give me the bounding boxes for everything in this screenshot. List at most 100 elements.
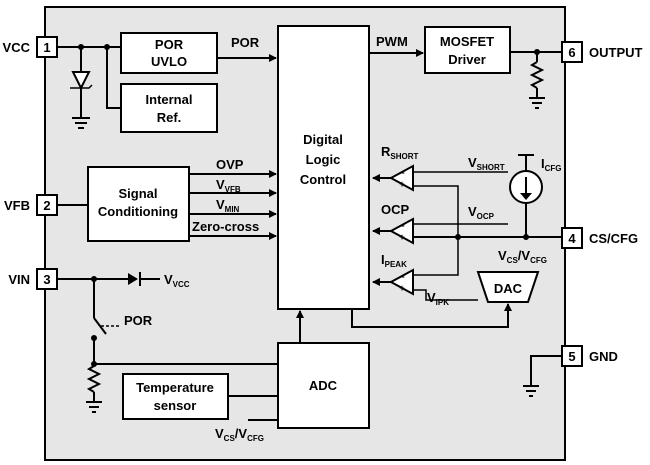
por-signal-label: POR <box>231 35 260 50</box>
vvcc-label: VVCC <box>164 272 190 289</box>
adc-label: ADC <box>309 378 338 393</box>
pin-5-number: 5 <box>568 349 575 364</box>
vfb-signal-label: VVFB <box>216 177 241 194</box>
zero-cross-signal-label: Zero-cross <box>192 219 259 234</box>
vvcc-main: V <box>164 272 173 287</box>
vfb-signal-sub: VFB <box>225 185 241 194</box>
temp-sensor-line-2: sensor <box>154 398 197 413</box>
signal-conditioning-line-1: Signal <box>118 186 157 201</box>
output-wiring: PWM <box>369 34 562 109</box>
vcs-vcfg-right-label: VCS/VCFG <box>498 248 547 265</box>
internal-ref-line-2: Ref. <box>157 110 182 125</box>
gnd-wiring <box>523 355 562 397</box>
internal-ref-block: Internal Ref. <box>120 83 218 133</box>
comparator-section: − + − + − + RSHORT VSHORT ICFG OCP V <box>351 144 562 328</box>
pin-6-number: 6 <box>568 45 575 60</box>
pin-6: 6 OUTPUT <box>561 41 643 63</box>
vshort-sub: SHORT <box>477 163 505 172</box>
pin-4-number: 4 <box>568 231 576 246</box>
rshort-label: RSHORT <box>381 144 419 161</box>
vcs-right-b: /V <box>518 248 531 263</box>
vin-wiring: VVCC POR VCS/VCFG <box>57 272 304 443</box>
vipk-label: VIPK <box>427 290 449 307</box>
por-uvlo-line-1: POR <box>155 37 184 52</box>
dac-label: DAC <box>494 281 523 296</box>
pin-3-number: 3 <box>43 272 50 287</box>
pin-1-label: VCC <box>3 40 31 55</box>
vocp-label: VOCP <box>468 204 495 221</box>
ocp-label: OCP <box>381 202 410 217</box>
comp3-minus: − <box>399 272 404 282</box>
temperature-sensor-block: Temperature sensor <box>122 373 229 420</box>
por-switch-icon <box>93 317 107 335</box>
pin-3: 3 VIN <box>8 268 58 290</box>
vipk-sub: IPK <box>436 298 450 307</box>
ground-icon <box>72 117 90 129</box>
pulldown-resistor-icon <box>529 61 545 89</box>
vocp-main: V <box>468 204 477 219</box>
vcs-bottom-a-sub: CS <box>224 434 236 443</box>
dlc-line-3: Control <box>300 172 346 187</box>
ground-icon <box>86 401 102 413</box>
por-uvlo-block: POR UVLO <box>120 32 218 74</box>
dlc-line-1: Digital <box>303 132 343 147</box>
mosfet-driver-block: MOSFET Driver <box>424 26 511 74</box>
icfg-label: ICFG <box>541 156 562 173</box>
vfb-signal-main: V <box>216 177 225 192</box>
pwm-signal-label: PWM <box>376 34 408 49</box>
ipeak-label: IPEAK <box>381 252 407 269</box>
icfg-main: I <box>541 156 545 171</box>
vcs-vcfg-bottom-label: VCS/VCFG <box>215 426 264 443</box>
rshort-sub: SHORT <box>390 152 418 161</box>
zener-diode-icon <box>71 71 91 91</box>
signal-conditioning-line-2: Conditioning <box>98 204 178 219</box>
ground-icon <box>529 97 545 109</box>
pin-1-number: 1 <box>43 40 50 55</box>
vipk-main: V <box>427 290 436 305</box>
vmin-signal-label: VMIN <box>216 197 240 214</box>
comparator-ipeak <box>388 268 414 296</box>
pin-3-label: VIN <box>8 272 30 287</box>
digital-logic-control-block: Digital Logic Control <box>277 25 370 310</box>
pin-4: 4 CS/CFG <box>561 227 638 249</box>
pin-6-label: OUTPUT <box>589 45 643 60</box>
comp1-minus: − <box>399 168 404 178</box>
vcs-right-a-sub: CS <box>507 256 519 265</box>
icfg-sub: CFG <box>545 164 562 173</box>
comparator-rshort <box>388 164 414 192</box>
pin-2-label: VFB <box>4 198 30 213</box>
signal-conditioning-block: Signal Conditioning <box>87 166 190 242</box>
por-switch-label: POR <box>124 313 153 328</box>
comp3-plus: + <box>399 283 404 293</box>
vocp-sub: OCP <box>477 212 495 221</box>
vcs-bottom-b-sub: CFG <box>247 434 264 443</box>
vmin-signal-main: V <box>216 197 225 212</box>
vcc-wiring: POR <box>57 35 277 129</box>
pin-4-label: CS/CFG <box>589 231 638 246</box>
rshort-main: R <box>381 144 391 159</box>
dlc-line-2: Logic <box>306 152 341 167</box>
pin-5: 5 GND <box>561 345 618 367</box>
vvcc-sub: VCC <box>173 280 190 289</box>
comparator-ocp <box>388 217 414 245</box>
vmin-signal-sub: MIN <box>225 205 240 214</box>
comp2-plus: + <box>399 232 404 242</box>
pin-1: 1 VCC <box>3 36 58 58</box>
vcs-right-b-sub: CFG <box>530 256 547 265</box>
por-uvlo-line-2: UVLO <box>151 54 187 69</box>
temp-sensor-line-1: Temperature <box>136 380 214 395</box>
adc-block: ADC <box>277 342 370 429</box>
comp1-plus: + <box>399 179 404 189</box>
diode-icon <box>128 273 138 285</box>
internal-ref-line-1: Internal <box>146 92 193 107</box>
pin-2-number: 2 <box>43 198 50 213</box>
comp2-minus: − <box>399 221 404 231</box>
vshort-label: VSHORT <box>468 155 505 172</box>
vshort-main: V <box>468 155 477 170</box>
vfb-wiring: OVP VVFB VMIN Zero-cross <box>57 157 277 240</box>
mosfet-driver-line-2: Driver <box>448 52 486 67</box>
mosfet-driver-line-1: MOSFET <box>440 34 494 49</box>
dac-block: DAC <box>476 271 540 303</box>
pin-5-label: GND <box>589 349 618 364</box>
